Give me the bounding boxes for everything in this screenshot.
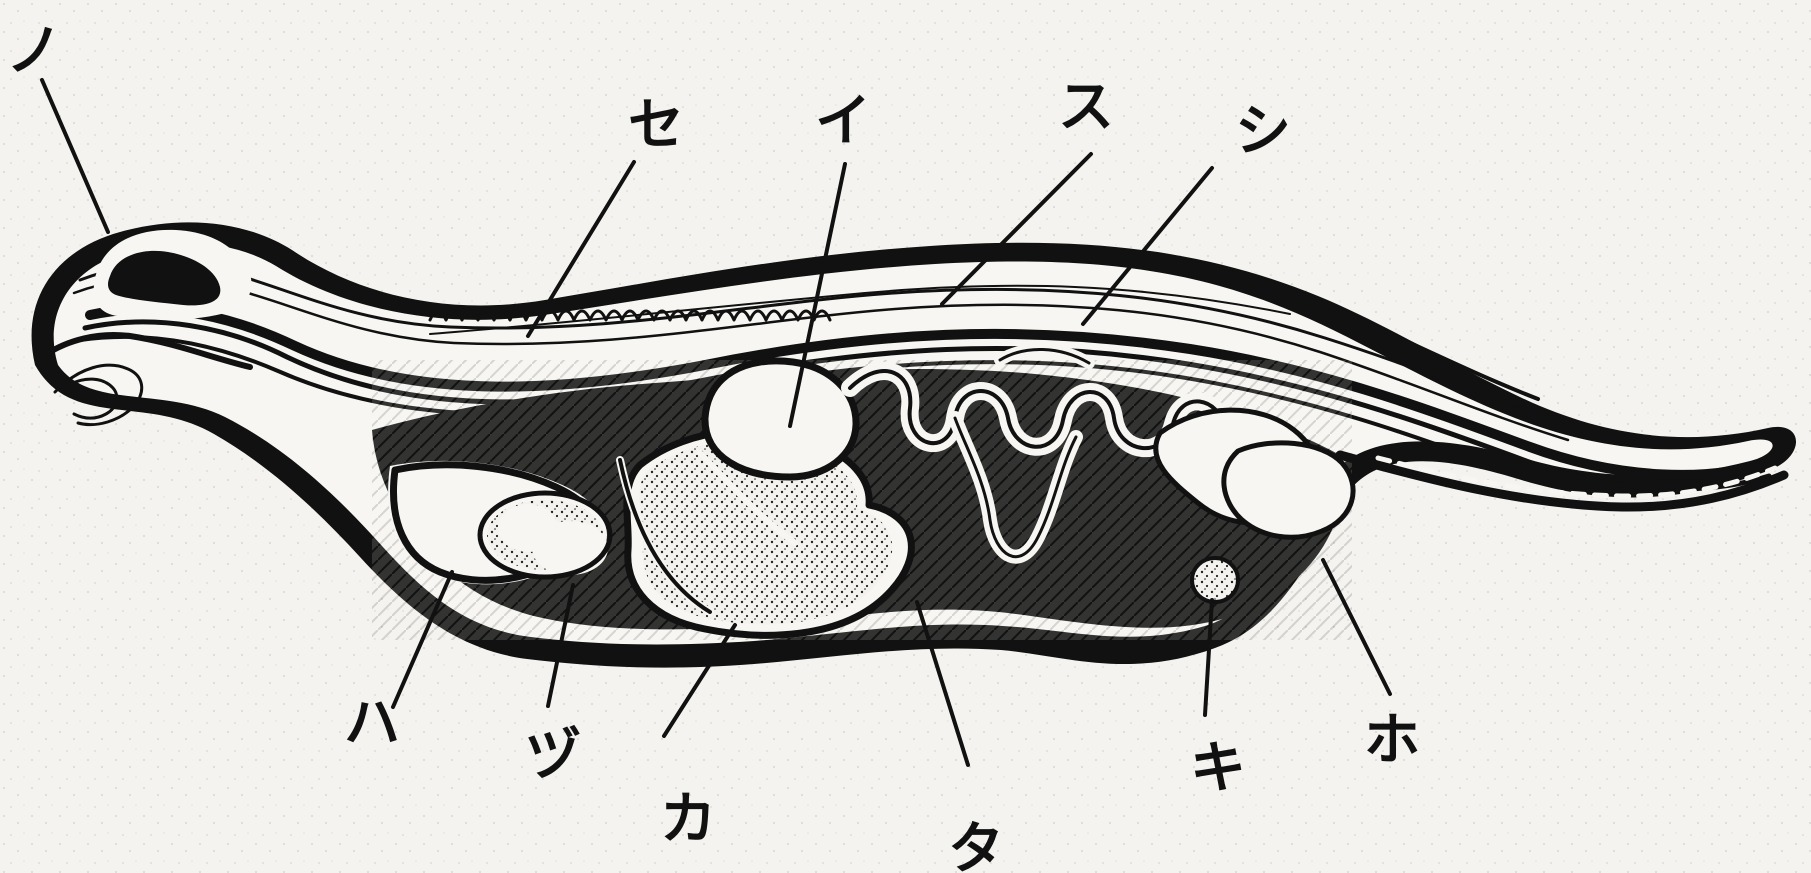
- small-organ-inner-right: [532, 521, 608, 575]
- label-ho: ホ: [1364, 708, 1420, 773]
- small-left-organ-cluster: [477, 493, 610, 577]
- label-ka: カ: [660, 787, 716, 852]
- label-se: セ: [628, 93, 684, 158]
- label-ta: タ: [948, 817, 1004, 873]
- label-no: ノ: [6, 19, 62, 84]
- label-su: ス: [1058, 75, 1114, 140]
- label-ki: キ: [1190, 736, 1246, 801]
- label-ha: ハ: [344, 691, 400, 756]
- label-shi: シ: [1235, 99, 1291, 164]
- label-zu: ヅ: [525, 723, 581, 788]
- label-i: イ: [815, 89, 871, 154]
